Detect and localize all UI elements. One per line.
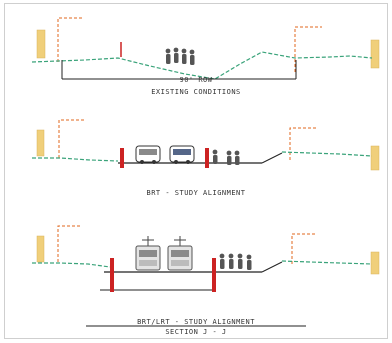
caption-brt-lrt: BRT/LRT - STUDY ALIGNMENT: [137, 318, 255, 326]
stairs-2: [261, 152, 283, 164]
ground-line: [31, 51, 373, 80]
figure-frame: [4, 3, 388, 339]
building-left: [36, 29, 46, 59]
section-brt-lrt: [32, 225, 380, 327]
train-left: [135, 245, 161, 271]
bus-right: [169, 145, 195, 164]
row-marker-right-2: [289, 127, 318, 160]
ground-line-left-2: [32, 157, 119, 162]
building-left-3: [36, 235, 45, 263]
row-marker-left-3: [57, 225, 82, 262]
pedestrian-group: [165, 47, 195, 65]
row-marker-left-2: [58, 119, 84, 158]
ground-line-right-2: [281, 151, 373, 157]
row-width-label: 90' ROW: [179, 76, 213, 84]
ground-line-left-3: [32, 262, 111, 268]
building-left-2: [36, 129, 45, 157]
section-label: SECTION J - J: [165, 328, 227, 336]
building-right: [370, 39, 380, 69]
train-right: [167, 245, 193, 271]
row-marker-left: [57, 17, 84, 62]
curb-wall-right-3: [212, 258, 216, 292]
curb-wall-left-2: [120, 148, 124, 168]
pedestrian-group-2: [212, 149, 240, 165]
building-right-3: [370, 251, 380, 275]
row-marker-right-3: [291, 233, 316, 264]
caption-existing: EXISTING CONDITIONS: [151, 88, 241, 96]
ground-line-right-3: [281, 260, 373, 265]
section-existing: [31, 17, 380, 80]
pedestrian-group-3: [219, 253, 252, 270]
section-brt: [32, 119, 380, 171]
stairs-3: [261, 261, 283, 273]
caption-brt: BRT - STUDY ALIGNMENT: [146, 189, 246, 197]
row-marker-right: [294, 26, 322, 72]
bus-left: [135, 145, 161, 164]
curb-wall-left-3: [110, 258, 114, 292]
building-right-2: [370, 145, 380, 171]
curb-wall-right-2: [205, 148, 209, 168]
